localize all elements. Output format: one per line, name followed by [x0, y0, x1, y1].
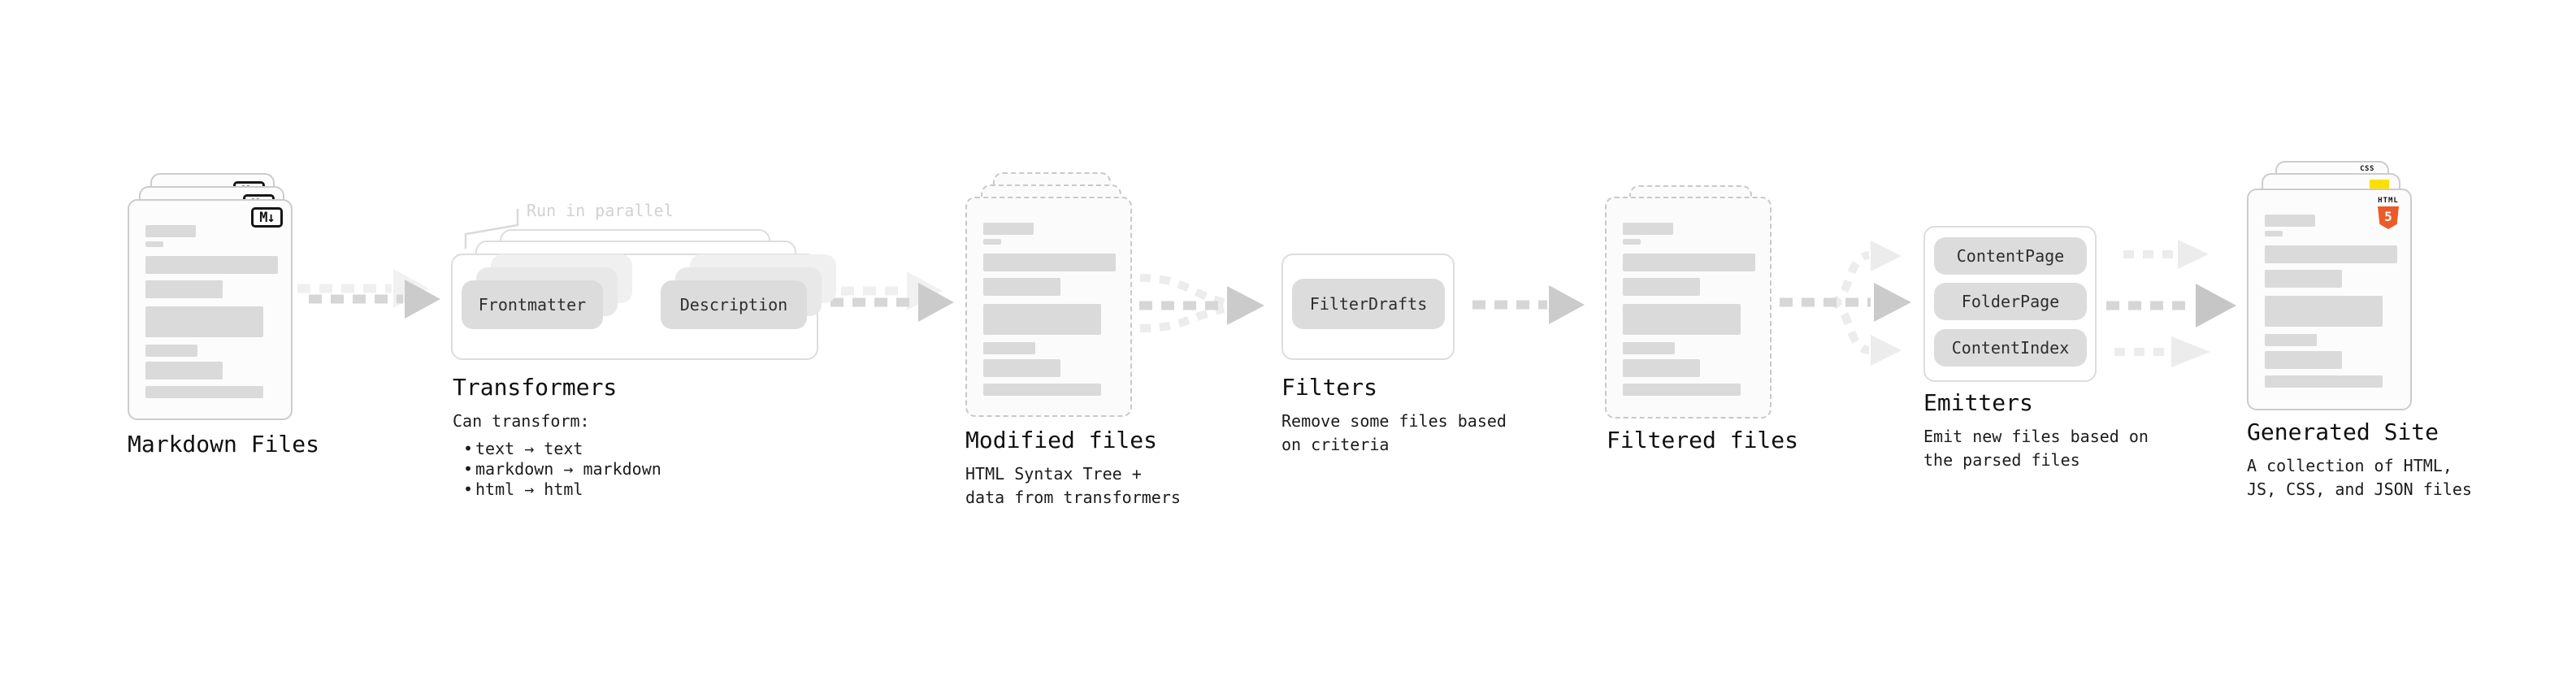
skeleton-bar: [145, 386, 263, 398]
run-in-parallel-annotation: Run in parallel: [527, 201, 674, 220]
stage-title-markdown: Markdown Files: [128, 431, 320, 458]
filtered-files-stack: [1605, 185, 1772, 419]
emitters-caption: Emitters Emit new files based on the par…: [1923, 390, 2149, 472]
folderpage-pill: FolderPage: [1934, 283, 2087, 320]
skeleton-bar: [983, 223, 1034, 235]
html5-icon: HTML 5: [2376, 197, 2400, 229]
bullet-text: text → text: [475, 439, 583, 458]
bullet-glyph: •: [463, 459, 474, 479]
html5-shield: 5: [2378, 206, 2399, 229]
frontmatter-pill: Frontmatter: [462, 280, 603, 329]
skeleton-bar: [2265, 270, 2342, 288]
list-item: •text → text: [453, 439, 661, 459]
skeleton-bar: [2265, 245, 2397, 263]
skeleton-bar: [1623, 223, 1673, 235]
skeleton-bar: [145, 280, 223, 298]
markdown-files-stack: M↓ M↓ M↓: [128, 173, 293, 420]
html-file-card: HTML 5: [2247, 189, 2412, 410]
skeleton-bar: [145, 345, 197, 357]
skeleton-bar: [1623, 239, 1641, 245]
transformers-bullet-list: •text → text •markdown → markdown •html …: [453, 439, 661, 500]
emitters-description: Emit new files based on the parsed files: [1923, 427, 2149, 470]
stage-title-transformers: Transformers: [453, 374, 618, 401]
list-item: •html → html: [453, 479, 661, 500]
skeleton-bar: [1623, 304, 1741, 335]
stage-title-modified: Modified files: [965, 427, 1158, 453]
filtered-files-caption: Filtered files: [1607, 427, 1798, 453]
flow-arrow-filtered-to-emitters-icon: [1780, 241, 1911, 366]
bullet-text: markdown → markdown: [475, 459, 661, 479]
skeleton-bar: [983, 239, 1001, 245]
skeleton-bar: [983, 254, 1116, 271]
flow-arrow-filters-to-filtered-icon: [1472, 285, 1585, 324]
skeleton-bar: [145, 306, 263, 337]
filterdrafts-pill: FilterDrafts: [1292, 279, 1445, 329]
generated-site-caption: Generated Site A collection of HTML, JS,…: [2247, 419, 2472, 501]
skeleton-bar: [145, 225, 196, 237]
flow-arrow-emitters-to-site-icon: [2106, 240, 2236, 367]
skeleton-bar: [1623, 278, 1700, 296]
skeleton-bar: [2265, 231, 2283, 236]
skeleton-bar: [2265, 296, 2383, 327]
skeleton-bar: [983, 304, 1101, 335]
skeleton-bar: [983, 342, 1035, 354]
skeleton-bar: [145, 241, 163, 247]
flow-arrow-markdown-to-transformers-icon: [297, 269, 440, 319]
stage-title-generated: Generated Site: [2247, 419, 2439, 445]
modified-file-card-front: [965, 197, 1132, 417]
modified-files-stack: [965, 172, 1132, 419]
skeleton-bar: [2265, 215, 2315, 227]
skeleton-bar: [145, 256, 278, 274]
flow-arrow-modified-to-filters-icon: [1139, 274, 1264, 332]
transformers-description: Can transform:: [453, 411, 590, 431]
generated-site-stack: CSS HTML 5: [2247, 161, 2412, 410]
bullet-text: html → html: [475, 479, 583, 499]
skeleton-bar: [2265, 334, 2317, 346]
filters-description: Remove some files based on criteria: [1281, 411, 1507, 454]
stage-title-filters: Filters: [1281, 374, 1378, 401]
bullet-glyph: •: [463, 479, 474, 499]
skeleton-bar: [1623, 254, 1755, 271]
run-in-parallel-leader-line: [464, 209, 519, 249]
skeleton-bar: [2265, 351, 2342, 369]
skeleton-bar: [1623, 359, 1700, 377]
markdown-file-card-front: M↓: [128, 199, 293, 420]
html5-number: 5: [2384, 208, 2392, 224]
skeleton-bar: [2265, 375, 2383, 388]
bullet-glyph: •: [463, 439, 474, 458]
description-pill: Description: [661, 280, 807, 329]
skeleton-bar: [145, 362, 223, 380]
generated-description: A collection of HTML, JS, CSS, and JSON …: [2247, 456, 2472, 499]
contentindex-pill: ContentIndex: [1934, 329, 2087, 367]
skeleton-bar: [983, 384, 1101, 396]
skeleton-bar: [983, 359, 1060, 377]
js-icon: [2370, 180, 2389, 190]
list-item: •markdown → markdown: [453, 459, 661, 479]
markdown-icon: M↓: [251, 207, 283, 228]
skeleton-bar: [983, 278, 1060, 296]
html5-badge-label: HTML: [2378, 197, 2399, 205]
filters-caption: Filters Remove some files based on crite…: [1281, 375, 1507, 457]
stage-title-emitters: Emitters: [1923, 389, 2033, 416]
flow-arrow-transformers-to-modified-icon: [819, 271, 954, 322]
markdown-files-caption: Markdown Files: [128, 432, 319, 458]
css-badge-label: CSS: [2360, 165, 2374, 173]
skeleton-bar: [1623, 384, 1741, 396]
contentpage-pill: ContentPage: [1934, 237, 2087, 275]
modified-files-caption: Modified files HTML Syntax Tree + data f…: [965, 427, 1181, 510]
transformers-caption: Transformers Can transform: •text → text…: [453, 375, 661, 500]
modified-description: HTML Syntax Tree + data from transformer…: [965, 464, 1181, 507]
stage-title-filtered: Filtered files: [1607, 427, 1799, 453]
skeleton-bar: [1623, 342, 1675, 354]
filtered-file-card-front: [1605, 197, 1772, 419]
